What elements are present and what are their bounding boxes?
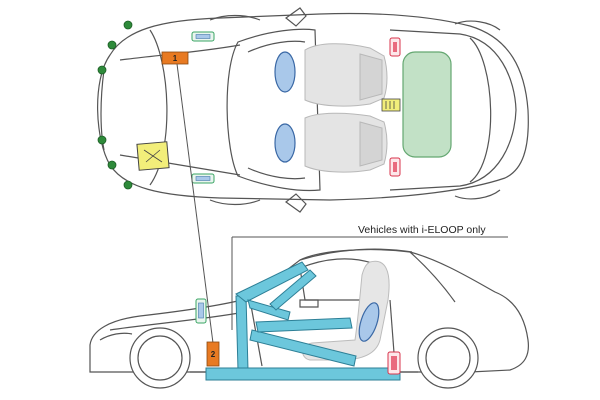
pretensioner-icon xyxy=(389,157,401,177)
caption-label: Vehicles with i-ELOOP only xyxy=(358,224,486,236)
side-view xyxy=(89,248,530,389)
sensor-icon xyxy=(107,40,117,50)
gas-strut-icon xyxy=(191,31,215,42)
sensor-icon xyxy=(107,160,117,170)
sensor-icon xyxy=(97,135,107,145)
capacitor-icon xyxy=(381,98,401,112)
pretensioner-icon xyxy=(387,351,401,375)
trunk-panel xyxy=(402,51,452,158)
top-view-body-outline xyxy=(97,12,529,201)
battery-icon xyxy=(136,141,170,171)
front-sensors xyxy=(97,20,133,190)
airbag-icon xyxy=(274,123,296,163)
gas-strut-icon xyxy=(195,298,207,324)
rescue-marker-1: 1 xyxy=(161,51,189,65)
rescue-marker-2: 2 xyxy=(206,341,220,367)
front-wheel xyxy=(129,327,191,389)
sensor-icon xyxy=(123,180,133,190)
airbag-icon xyxy=(274,51,296,93)
airbag-icon xyxy=(358,302,380,342)
gas-strut-icon xyxy=(191,173,215,184)
mirror-right xyxy=(285,193,307,213)
seat-icon xyxy=(304,43,388,107)
roll-bar-icon xyxy=(205,261,401,381)
windshield xyxy=(226,28,321,192)
top-view xyxy=(97,7,529,213)
pretensioner-icon xyxy=(389,37,401,57)
mirror-left xyxy=(285,7,307,27)
sensor-icon xyxy=(123,20,133,30)
sensor-icon xyxy=(97,65,107,75)
seat-icon xyxy=(304,112,388,173)
leader-line xyxy=(176,63,214,344)
marker-1-label: 1 xyxy=(173,54,178,63)
marker-2-label: 2 xyxy=(211,350,216,359)
rear-wheel xyxy=(417,327,479,389)
